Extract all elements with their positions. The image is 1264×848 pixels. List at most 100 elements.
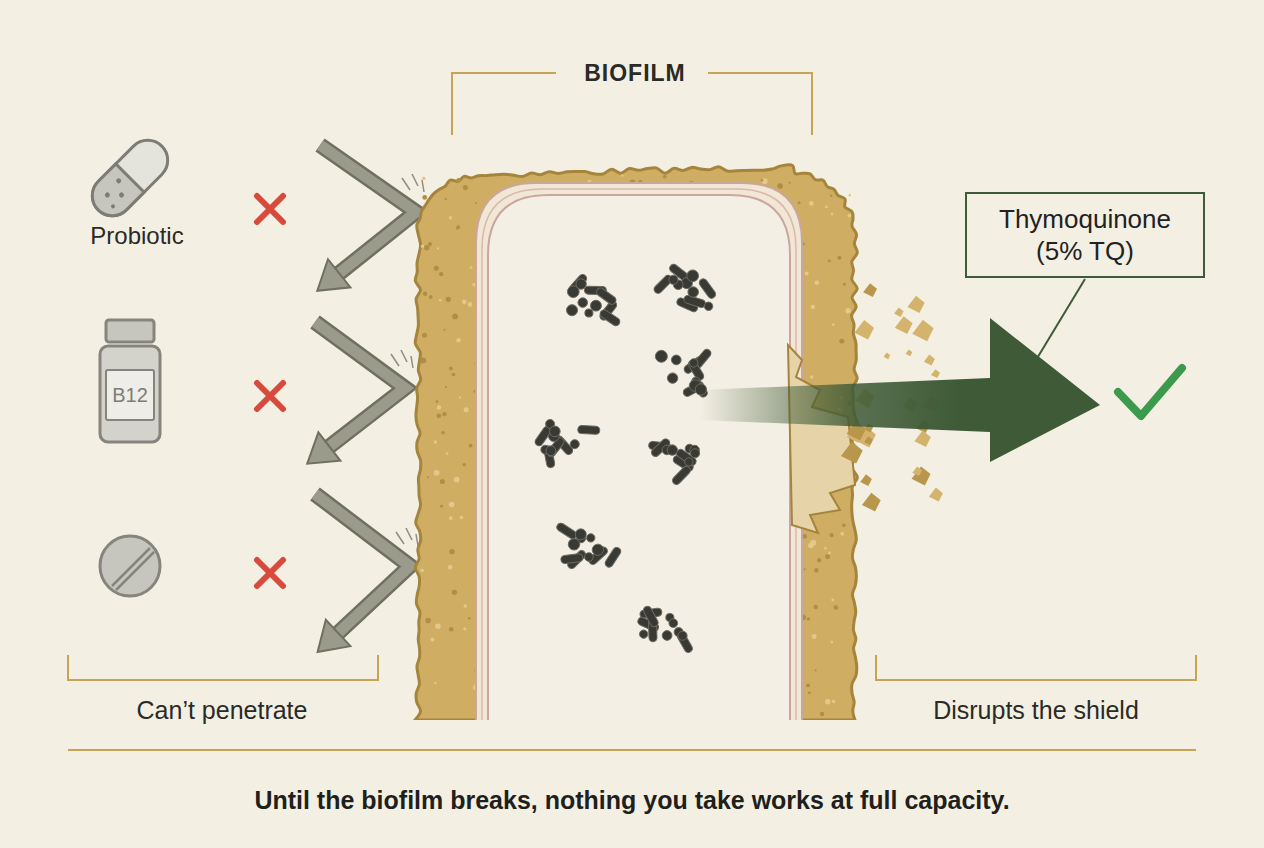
debris-fragment <box>860 474 872 486</box>
debris <box>841 283 943 511</box>
biofilm-texture <box>434 682 436 684</box>
bracket-label: Can’t penetrate <box>137 696 308 725</box>
biofilm-texture <box>445 386 447 388</box>
biofilm-texture <box>843 283 846 286</box>
arrow-outline <box>315 494 410 633</box>
debris-fragment <box>854 320 874 340</box>
biofilm-texture <box>439 272 443 276</box>
bacteria-cluster <box>652 263 717 313</box>
biofilm-texture <box>663 175 667 179</box>
bottle-label: B12 <box>112 384 148 407</box>
biofilm-texture <box>449 502 454 507</box>
biofilm-texture <box>429 295 433 299</box>
biofilm-texture <box>449 367 453 371</box>
impact-line <box>422 180 424 192</box>
biofilm-texture <box>424 245 429 250</box>
debris-fragment <box>862 493 881 512</box>
biofilm-texture <box>425 618 431 624</box>
biofilm-texture <box>845 308 850 313</box>
biofilm-texture <box>831 213 834 216</box>
biofilm-texture <box>824 547 827 550</box>
biofilm-texture <box>621 174 623 176</box>
arrow-shaft <box>320 145 416 273</box>
biofilm-texture <box>462 300 467 305</box>
biofilm-texture <box>470 266 473 269</box>
biofilm-texture <box>420 569 424 573</box>
biofilm-texture <box>440 505 443 508</box>
biofilm-texture <box>825 554 830 559</box>
impact-line <box>411 356 413 368</box>
biofilm-texture <box>848 214 852 218</box>
debris-fragment <box>929 488 943 502</box>
epithelium <box>476 183 802 720</box>
debris-fragment <box>863 283 877 297</box>
biofilm-texture <box>421 244 425 248</box>
biofilm-texture <box>459 396 461 398</box>
biofilm-texture <box>838 408 842 412</box>
impact-line <box>402 178 410 190</box>
arrow-head <box>318 620 351 652</box>
debris-fragment <box>855 388 874 407</box>
biofilm-texture <box>810 375 813 378</box>
arrow-shaft <box>315 322 405 447</box>
section-heading: BIOFILM <box>400 55 870 91</box>
debris-fragment <box>841 442 863 464</box>
arrow-outline <box>315 322 405 447</box>
biofilm-texture <box>830 641 833 644</box>
biofilm-texture <box>842 523 846 527</box>
biofilm-texture <box>463 627 466 630</box>
biofilm-texture <box>817 558 821 562</box>
debris-fragment <box>923 396 939 412</box>
biofilm-texture <box>847 401 852 406</box>
icon-label: Probiotic <box>90 222 183 250</box>
impact-line <box>391 354 399 366</box>
biofilm-texture <box>422 176 426 180</box>
biofilm-texture <box>832 700 835 703</box>
biofilm-texture <box>446 452 448 454</box>
debris-fragment <box>917 420 930 433</box>
biofilm-texture <box>462 463 466 467</box>
biofilm-texture <box>761 179 763 181</box>
biofilm-texture <box>834 605 839 610</box>
debris-fragment <box>907 296 924 313</box>
impact-line <box>401 350 407 362</box>
biofilm-texture <box>434 470 440 476</box>
biofilm-texture <box>825 205 828 208</box>
biofilm-texture <box>802 534 807 539</box>
biofilm-texture <box>831 599 834 602</box>
biofilm-texture <box>437 247 439 249</box>
bracket <box>68 73 1196 750</box>
biofilm-texture <box>468 617 471 620</box>
biofilm-texture <box>837 256 841 260</box>
biofilm-texture <box>449 549 454 554</box>
bacteria-cluster <box>534 419 600 468</box>
debris-fragment <box>847 421 866 440</box>
biofilm-texture <box>434 440 437 443</box>
biofilm-texture <box>444 198 446 200</box>
biofilm-texture <box>430 638 434 642</box>
debris-fragment <box>912 466 922 476</box>
debris-fragment <box>884 353 891 360</box>
deflected-arrow <box>307 145 424 652</box>
debris-fragment <box>906 349 913 356</box>
biofilm-texture <box>849 194 851 196</box>
biofilm-texture <box>449 216 452 219</box>
tablet-icon <box>100 536 160 596</box>
biofilm-texture <box>828 259 831 262</box>
debris-fragment <box>894 307 903 316</box>
biofilm-texture <box>441 431 444 434</box>
biofilm-texture <box>815 280 820 285</box>
biofilm-texture <box>420 358 426 364</box>
debris-fragment <box>847 427 863 443</box>
biofilm-texture <box>762 178 768 184</box>
biofilm-texture <box>830 195 833 198</box>
leader-line <box>1036 279 1085 360</box>
biofilm-texture <box>422 195 427 200</box>
biofilm-texture <box>808 691 811 694</box>
biofilm-texture <box>456 338 460 342</box>
debris-fragment <box>854 426 876 448</box>
biofilm-texture <box>452 590 457 595</box>
biofilm-texture <box>809 201 814 206</box>
biofilm-texture <box>825 699 830 704</box>
biofilm-texture <box>469 444 473 448</box>
